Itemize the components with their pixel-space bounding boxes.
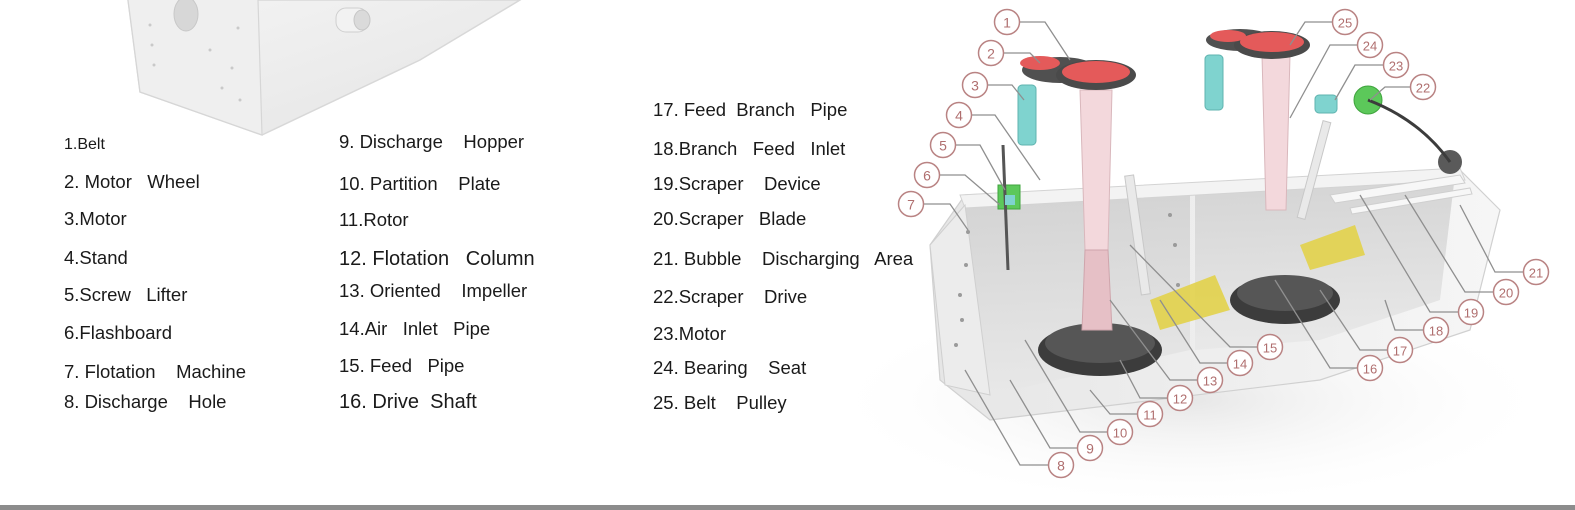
part-label-25: 25. Belt Pulley xyxy=(653,392,787,413)
svg-text:19: 19 xyxy=(1464,306,1478,321)
callout-23: 23 xyxy=(1382,51,1410,79)
svg-text:5: 5 xyxy=(939,138,947,154)
part-label-8: 8. Discharge Hole xyxy=(64,391,227,412)
svg-text:15: 15 xyxy=(1263,341,1277,356)
svg-text:1: 1 xyxy=(1003,15,1011,31)
svg-text:12: 12 xyxy=(1173,392,1187,407)
part-label-11: 11.Rotor xyxy=(339,209,409,230)
part-label-13: 13. Oriented Impeller xyxy=(339,280,528,301)
svg-text:18: 18 xyxy=(1429,324,1443,339)
svg-text:10: 10 xyxy=(1113,426,1127,441)
parts-legend-column-3: 17. Feed Branch Pipe 18.Branch Feed Inle… xyxy=(653,0,953,440)
part-label-14: 14.Air Inlet Pipe xyxy=(339,318,491,339)
callout-22: 22 xyxy=(1409,73,1437,101)
callout-2: 2 xyxy=(977,39,1005,67)
callout-11: 11 xyxy=(1136,400,1164,428)
parts-legend-column-2: 9. Discharge Hopper 10. Partition Plate … xyxy=(339,0,639,440)
callout-leader-lines xyxy=(924,21,1523,466)
callout-25: 25 xyxy=(1331,8,1359,36)
callout-12: 12 xyxy=(1166,384,1194,412)
flotation-columns xyxy=(1079,54,1332,331)
callout-1: 1 xyxy=(993,8,1021,36)
motors xyxy=(997,54,1462,271)
svg-text:7: 7 xyxy=(907,197,915,213)
callout-19: 19 xyxy=(1457,298,1485,326)
part-label-20: 20.Scraper Blade xyxy=(653,208,807,229)
bottom-divider xyxy=(0,505,1575,510)
part-label-18: 18.Branch Feed Inlet xyxy=(653,138,846,159)
part-label-12: 12. Flotation Column xyxy=(339,248,535,270)
part-label-10: 10. Partition Plate xyxy=(339,173,501,194)
part-label-6: 6.Flashboard xyxy=(64,322,172,343)
svg-text:24: 24 xyxy=(1363,39,1377,54)
part-label-4: 4.Stand xyxy=(64,247,128,268)
part-label-5: 5.Screw Lifter xyxy=(64,284,188,305)
flotation-machine-cutaway-diagram: 1 2 3 4 5 6 7 8 9 10 11 12 13 14 15 16 1… xyxy=(840,8,1560,510)
callout-20: 20 xyxy=(1492,278,1520,306)
callout-9: 9 xyxy=(1076,434,1104,462)
machine-top-view-image xyxy=(127,0,522,136)
callout-4: 4 xyxy=(945,101,973,129)
svg-text:13: 13 xyxy=(1203,374,1217,389)
svg-text:23: 23 xyxy=(1389,59,1403,74)
svg-text:21: 21 xyxy=(1529,266,1543,281)
part-label-23: 23.Motor xyxy=(653,323,727,344)
part-label-7: 7. Flotation Machine xyxy=(64,361,247,382)
part-label-2: 2. Motor Wheel xyxy=(64,171,200,192)
part-label-17: 17. Feed Branch Pipe xyxy=(653,99,848,120)
rotor-impellers xyxy=(1038,275,1340,376)
svg-text:4: 4 xyxy=(955,108,963,124)
callout-21: 21 xyxy=(1522,258,1550,286)
callout-10: 10 xyxy=(1106,418,1134,446)
svg-text:14: 14 xyxy=(1233,357,1247,372)
callout-8: 8 xyxy=(1047,451,1075,479)
callout-3: 3 xyxy=(961,71,989,99)
callout-7: 7 xyxy=(897,190,925,218)
svg-text:9: 9 xyxy=(1086,441,1094,457)
part-label-3: 3.Motor xyxy=(64,208,127,229)
part-label-22: 22.Scraper Drive xyxy=(653,286,808,307)
callout-18: 18 xyxy=(1422,316,1450,344)
callout-13: 13 xyxy=(1196,366,1224,394)
callout-markers: 1 2 3 4 5 6 7 8 9 10 11 12 13 14 15 16 1… xyxy=(897,8,1550,479)
svg-text:11: 11 xyxy=(1143,408,1157,423)
callout-16: 16 xyxy=(1356,354,1384,382)
svg-text:6: 6 xyxy=(923,168,931,184)
parts-legend-column-1: 1.Belt 2. Motor Wheel 3.Motor 4.Stand 5.… xyxy=(64,0,364,440)
part-label-15: 15. Feed Pipe xyxy=(339,355,465,376)
callout-17: 17 xyxy=(1386,336,1414,364)
part-label-24: 24. Bearing Seat xyxy=(653,357,807,378)
part-label-21: 21. Bubble Discharging Area xyxy=(653,248,914,269)
svg-text:3: 3 xyxy=(971,78,979,94)
callout-15: 15 xyxy=(1256,333,1284,361)
svg-text:25: 25 xyxy=(1338,16,1352,31)
callout-6: 6 xyxy=(913,161,941,189)
part-label-16: 16. Drive Shaft xyxy=(339,391,477,413)
scraper-device xyxy=(1329,174,1473,215)
part-label-1: 1.Belt xyxy=(64,136,105,153)
svg-text:17: 17 xyxy=(1393,344,1407,359)
svg-text:2: 2 xyxy=(987,46,995,62)
callout-5: 5 xyxy=(929,131,957,159)
callout-14: 14 xyxy=(1226,349,1254,377)
belt-pulleys xyxy=(1020,29,1310,90)
part-label-9: 9. Discharge Hopper xyxy=(339,131,525,152)
callout-24: 24 xyxy=(1356,31,1384,59)
part-label-19: 19.Scraper Device xyxy=(653,173,821,194)
svg-text:22: 22 xyxy=(1416,81,1430,96)
svg-text:16: 16 xyxy=(1363,362,1377,377)
svg-text:8: 8 xyxy=(1057,458,1065,474)
svg-text:20: 20 xyxy=(1499,286,1513,301)
